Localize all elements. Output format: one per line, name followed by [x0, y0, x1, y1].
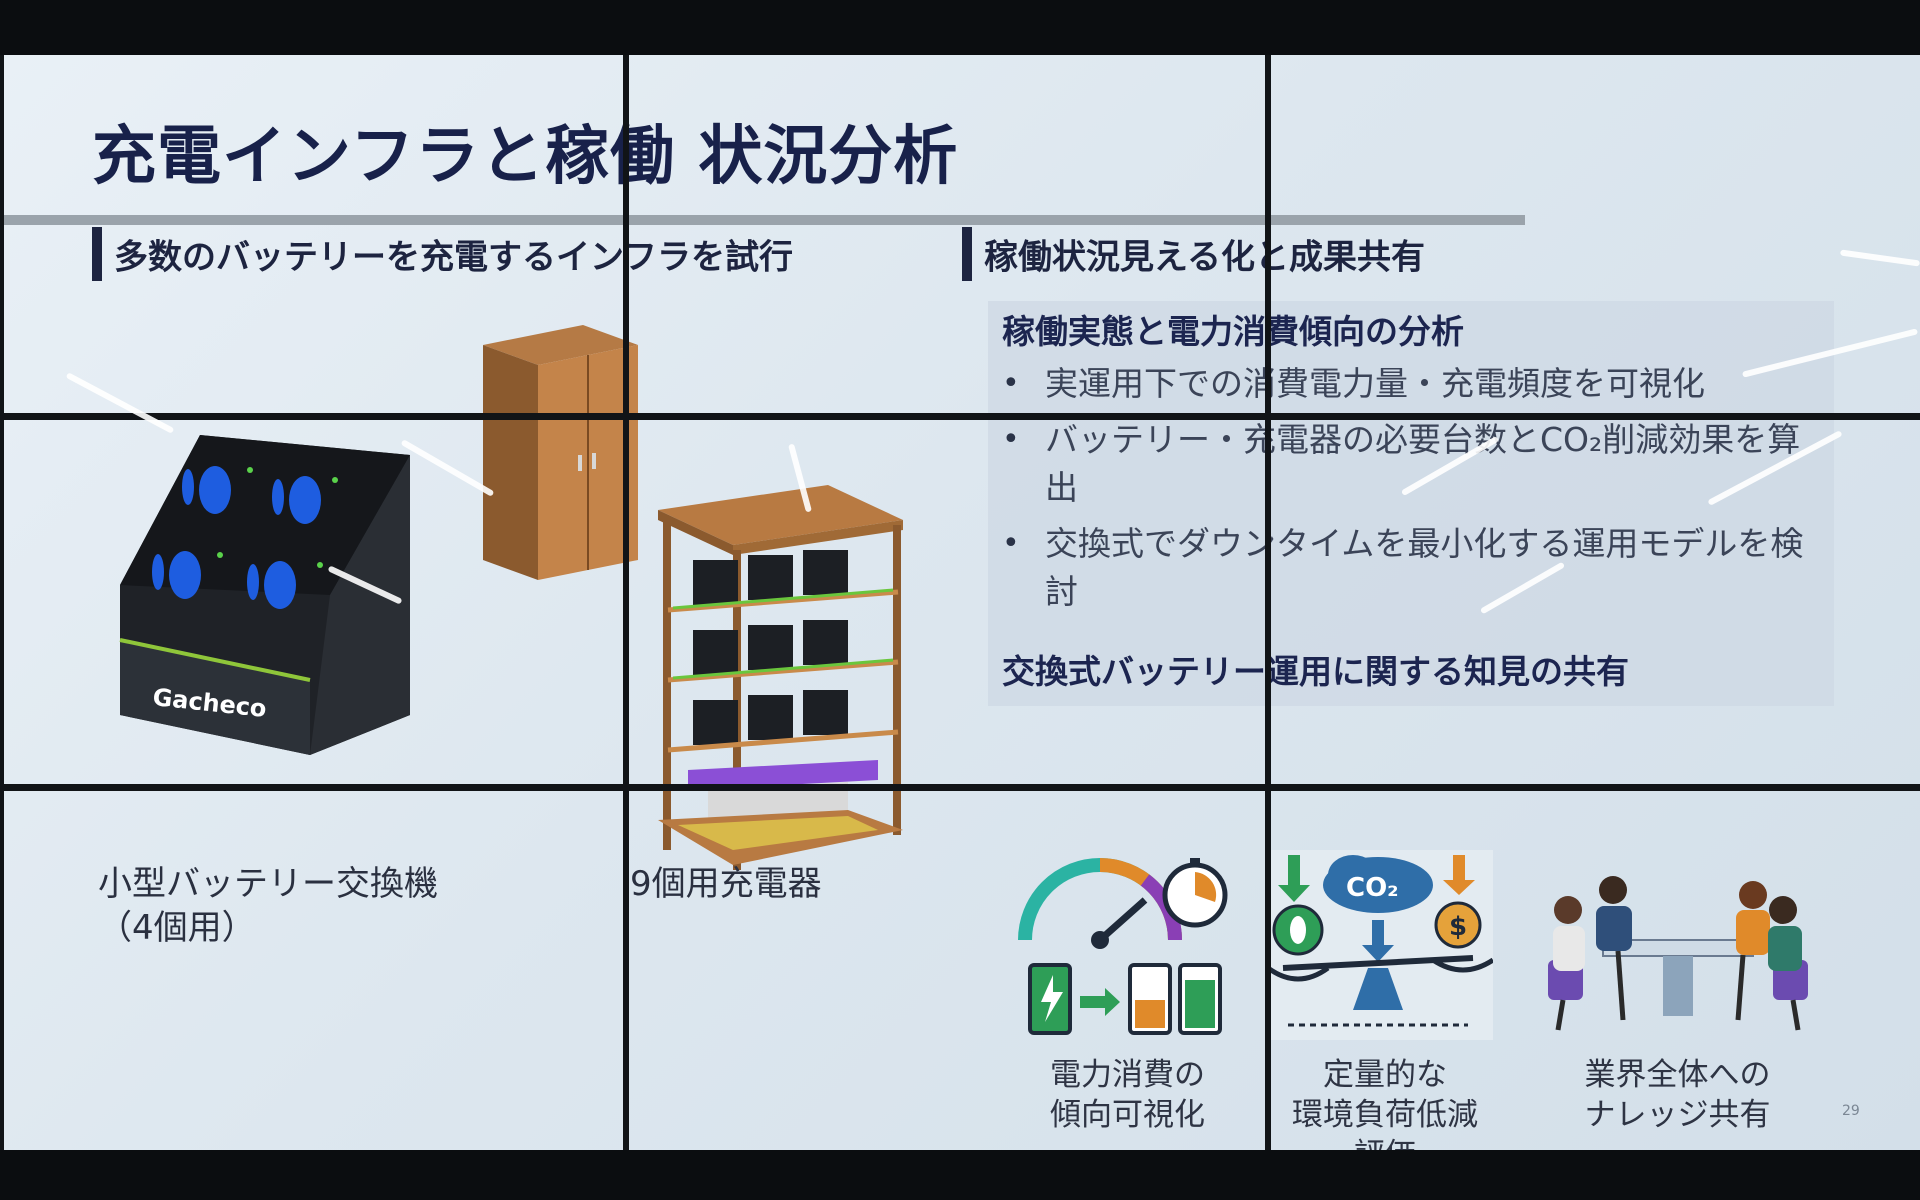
- icon-label-knowledge: 業界全体への ナレッジ共有: [1545, 1055, 1810, 1135]
- screen-bezel: [1265, 55, 1271, 1150]
- bullet-dot-icon: •: [1002, 366, 1020, 401]
- screen-bezel: [623, 55, 629, 1150]
- label-line: ナレッジ共有: [1584, 1097, 1771, 1133]
- analysis-subheading: 稼働実態と電力消費傾向の分析: [1002, 312, 1464, 351]
- team-meeting-icon: [1548, 876, 1808, 1031]
- gauge-battery-icon: [1018, 858, 1228, 1035]
- charger-caption: 9個用充電器: [630, 864, 822, 904]
- coin-symbol: $: [1449, 912, 1467, 942]
- bullet-text: 実運用下での消費電力量・充電頻度を可視化: [1045, 364, 1705, 403]
- list-item: • 交換式でダウンタイムを最小化する運用モデルを検討: [1000, 520, 1810, 616]
- bullet-dot-icon: •: [1002, 422, 1020, 457]
- swap-station-caption: 小型バッテリー交換機 （4個用）: [98, 862, 438, 950]
- analysis-bullet-list: • 実運用下での消費電力量・充電頻度を可視化 • バッテリー・充電器の必要台数とCO…: [1000, 360, 1810, 624]
- heading-bar: [962, 227, 972, 281]
- bullet-dot-icon: •: [1002, 526, 1020, 561]
- list-item: • 実運用下での消費電力量・充電頻度を可視化: [1000, 360, 1810, 408]
- analysis-panel: [988, 301, 1834, 706]
- caption-line: 小型バッテリー交換機: [98, 864, 438, 904]
- label-line: 傾向可視化: [1050, 1097, 1205, 1133]
- label-line: 電力消費の: [1050, 1057, 1205, 1093]
- label-line: 評価: [1265, 1135, 1505, 1150]
- caption-line: （4個用）: [98, 908, 256, 948]
- right-heading-text: 稼働状況見える化と成果共有: [984, 237, 1425, 278]
- label-line: 環境負荷低減: [1292, 1097, 1478, 1133]
- left-heading-text: 多数のバッテリーを充電するインフラを試行: [114, 237, 793, 278]
- co2-badge: CO₂: [1346, 873, 1399, 903]
- label-line: 定量的な: [1323, 1057, 1447, 1093]
- co2-scale-icon: CO₂ $: [1268, 850, 1493, 1040]
- icon-label-environment: 定量的な 環境負荷低減 評価: [1265, 1055, 1505, 1150]
- left-section-heading: 多数のバッテリーを充電するインフラを試行: [92, 227, 793, 281]
- cabinet-image: [483, 325, 638, 580]
- light-reflection: [1839, 249, 1920, 267]
- knowledge-subheading: 交換式バッテリー運用に関する知見の共有: [1002, 652, 1629, 691]
- slide-title: 充電インフラと稼働 状況分析: [92, 120, 959, 194]
- label-line: 業界全体への: [1584, 1057, 1771, 1093]
- heading-bar: [92, 227, 102, 281]
- bullet-text: 交換式でダウンタイムを最小化する運用モデルを検討: [1045, 524, 1804, 611]
- screen-bezel: [0, 55, 4, 1150]
- screen-bezel: [0, 413, 1920, 420]
- list-item: • バッテリー・充電器の必要台数とCO₂削減効果を算出: [1000, 416, 1810, 512]
- title-divider: [0, 215, 1525, 225]
- icon-label-power: 電力消費の 傾向可視化: [1015, 1055, 1240, 1135]
- video-wall-screen: 充電インフラと稼働 状況分析 多数のバッテリーを充電するインフラを試行 稼働状況…: [0, 55, 1920, 1150]
- bullet-text: バッテリー・充電器の必要台数とCO₂削減効果を算出: [1045, 420, 1801, 507]
- right-section-heading: 稼働状況見える化と成果共有: [962, 227, 1425, 281]
- charger-rack-image: [658, 485, 903, 870]
- battery-swap-station-image: Gacheco: [119, 435, 410, 755]
- screen-bezel: [0, 784, 1920, 791]
- page-number: 29: [1842, 1103, 1860, 1119]
